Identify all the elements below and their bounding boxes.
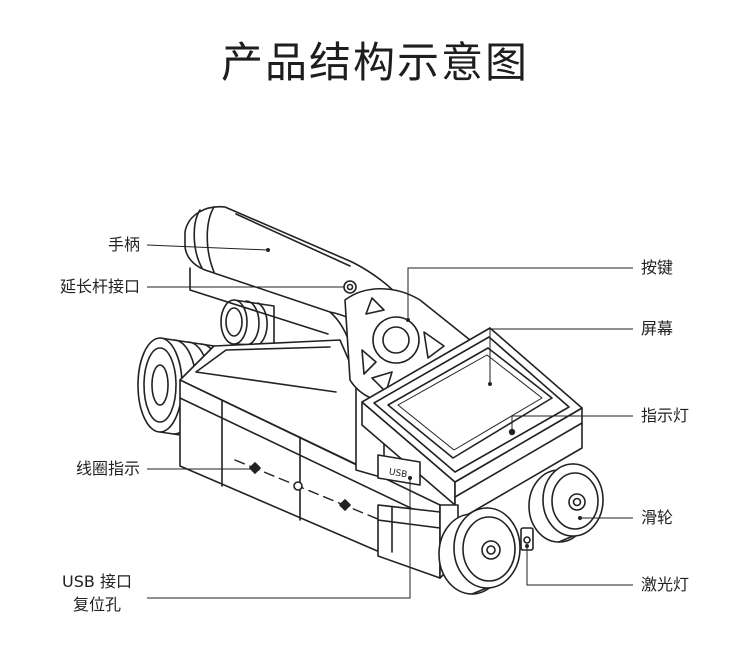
- label-extension-port: 延长杆接口: [0, 277, 140, 297]
- label-laser: 激光灯: [641, 575, 689, 595]
- dot-screen: [488, 382, 492, 386]
- indicator-light: [510, 430, 515, 435]
- label-indicator-light: 指示灯: [641, 406, 689, 426]
- label-usb-port: USB 接口: [40, 572, 154, 592]
- dot-handle: [266, 248, 270, 252]
- leader-laser: [527, 546, 633, 585]
- center-button: [383, 327, 409, 353]
- leader-buttons: [408, 268, 633, 320]
- dot-laser: [525, 544, 529, 548]
- label-screen: 屏幕: [641, 319, 673, 339]
- body-screw: [294, 482, 302, 490]
- label-handle: 手柄: [0, 235, 140, 255]
- dot-wheel: [578, 516, 582, 520]
- front-right-wheel: [529, 464, 603, 542]
- label-reset-hole: 复位孔: [40, 595, 154, 615]
- dot-usb: [408, 476, 412, 480]
- label-wheel: 滑轮: [641, 508, 673, 528]
- label-buttons: 按键: [641, 258, 673, 278]
- extension-port: [344, 281, 356, 293]
- rear-roller: [221, 300, 274, 346]
- dot-buttons: [406, 318, 410, 322]
- label-coil-indicator: 线圈指示: [0, 459, 140, 479]
- device-illustration: USB: [138, 207, 603, 594]
